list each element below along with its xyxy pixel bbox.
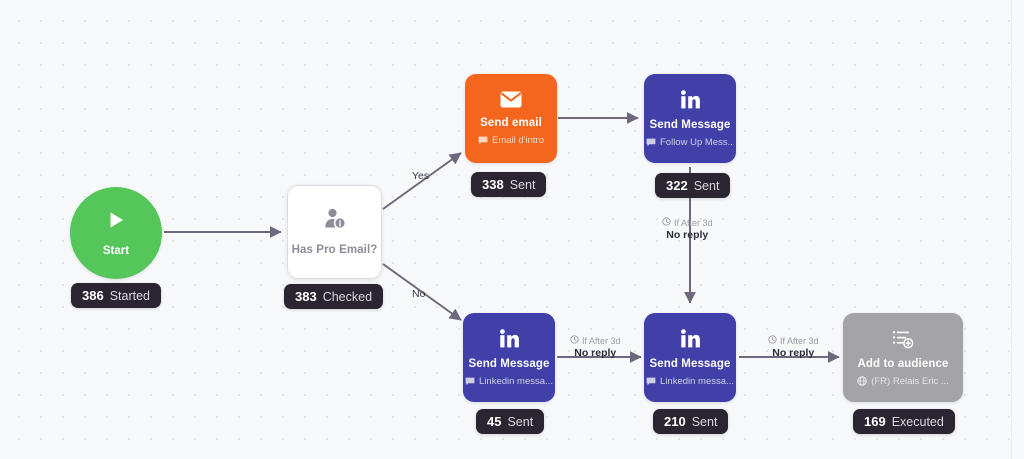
edge-label-yes: Yes [412, 170, 430, 182]
edge-condition-top: If After 3d [570, 335, 621, 346]
node-add-to-audience-subtitle: (FR) Relais Eric ... [857, 376, 949, 387]
badge-follow-up-message: 322 Sent [655, 173, 731, 198]
node-has-pro-email-label: Has Pro Email? [291, 244, 378, 256]
node-add-to-audience-label: Add to audience [857, 357, 949, 370]
badge-add-to-audience-label: Executed [891, 414, 944, 429]
message-icon [478, 136, 488, 145]
badge-send-email: 338 Sent [471, 172, 547, 197]
node-has-pro-email[interactable]: Has Pro Email? [287, 185, 382, 279]
person-info-icon [323, 208, 347, 230]
edge-condition-top: If After 3d [768, 335, 819, 346]
badge-add-to-audience: 169 Executed [853, 409, 955, 434]
node-linkedin-message-1-subtitle-text: Linkedin messa... [479, 375, 553, 387]
edge-condition-label: No reply [772, 347, 815, 359]
linkedin-icon [498, 328, 520, 349]
badge-send-email-count: 338 [482, 177, 504, 192]
message-icon [465, 377, 475, 386]
panel-edge [1011, 0, 1012, 459]
clock-icon [570, 335, 579, 346]
node-linkedin-message-2-subtitle: Linkedin messa... [646, 376, 734, 387]
badge-follow-up-message-label: Sent [693, 178, 720, 193]
node-add-to-audience[interactable]: Add to audience (FR) Relais Eric ... [843, 313, 963, 402]
globe-icon [857, 376, 867, 386]
node-follow-up-message[interactable]: Send Message Follow Up Mess... [644, 74, 736, 163]
clock-icon [768, 335, 777, 346]
edge-condition-followup-to-linkedin2: If After 3d No reply [662, 217, 713, 241]
badge-linkedin-message-1-count: 45 [487, 414, 502, 429]
linkedin-icon [679, 89, 701, 110]
node-start[interactable]: Start [70, 187, 162, 279]
badge-start-label: Started [109, 288, 151, 303]
edge-condition-text: If After 3d [780, 335, 819, 346]
node-follow-up-message-subtitle: Follow Up Mess... [646, 137, 734, 148]
edge-condition-linkedin1-to-linkedin2: If After 3d No reply [570, 335, 621, 359]
list-add-icon [892, 329, 914, 349]
node-linkedin-message-1-label: Send Message [468, 357, 550, 370]
node-send-email-label: Send email [480, 117, 542, 129]
node-linkedin-message-2-subtitle-text: Linkedin messa... [660, 375, 734, 387]
node-follow-up-message-label: Send Message [649, 118, 731, 131]
node-send-email-subtitle-text: Email d'intro [492, 135, 544, 146]
badge-add-to-audience-count: 169 [864, 414, 886, 429]
edge-label-no: No [412, 288, 426, 300]
badge-start: 386 Started [71, 283, 162, 308]
message-icon [646, 377, 656, 386]
edge-condition-top: If After 3d [662, 217, 713, 228]
node-linkedin-message-2-label: Send Message [649, 357, 731, 370]
message-icon [646, 138, 656, 147]
badge-send-email-label: Sent [509, 177, 536, 192]
node-send-email[interactable]: Send email Email d'intro [465, 74, 557, 163]
clock-icon [662, 217, 671, 228]
node-send-email-subtitle: Email d'intro [478, 135, 544, 146]
badge-has-pro-email-count: 383 [295, 289, 317, 304]
node-linkedin-message-1-subtitle: Linkedin messa... [465, 376, 553, 387]
node-add-to-audience-subtitle-text: (FR) Relais Eric ... [871, 375, 949, 387]
edge-condition-label: No reply [666, 229, 709, 241]
badge-linkedin-message-1: 45 Sent [476, 409, 545, 434]
node-start-label: Start [102, 245, 130, 257]
badge-linkedin-message-2: 210 Sent [653, 409, 729, 434]
envelope-icon [500, 91, 522, 108]
badge-linkedin-message-2-count: 210 [664, 414, 686, 429]
edge-condition-label: No reply [574, 347, 617, 359]
node-follow-up-message-subtitle-text: Follow Up Mess... [660, 136, 734, 148]
linkedin-icon [679, 328, 701, 349]
badge-has-pro-email: 383 Checked [284, 284, 384, 309]
badge-has-pro-email-label: Checked [322, 289, 373, 304]
play-icon [105, 209, 127, 236]
edge-condition-linkedin2-to-audience: If After 3d No reply [768, 335, 819, 359]
node-linkedin-message-2[interactable]: Send Message Linkedin messa... [644, 313, 736, 402]
badge-follow-up-message-count: 322 [666, 178, 688, 193]
badge-linkedin-message-1-label: Sent [507, 414, 534, 429]
edge-condition-text: If After 3d [674, 217, 713, 228]
node-linkedin-message-1[interactable]: Send Message Linkedin messa... [463, 313, 555, 402]
badge-start-count: 386 [82, 288, 104, 303]
edge-condition-text: If After 3d [582, 335, 621, 346]
badge-linkedin-message-2-label: Sent [691, 414, 718, 429]
